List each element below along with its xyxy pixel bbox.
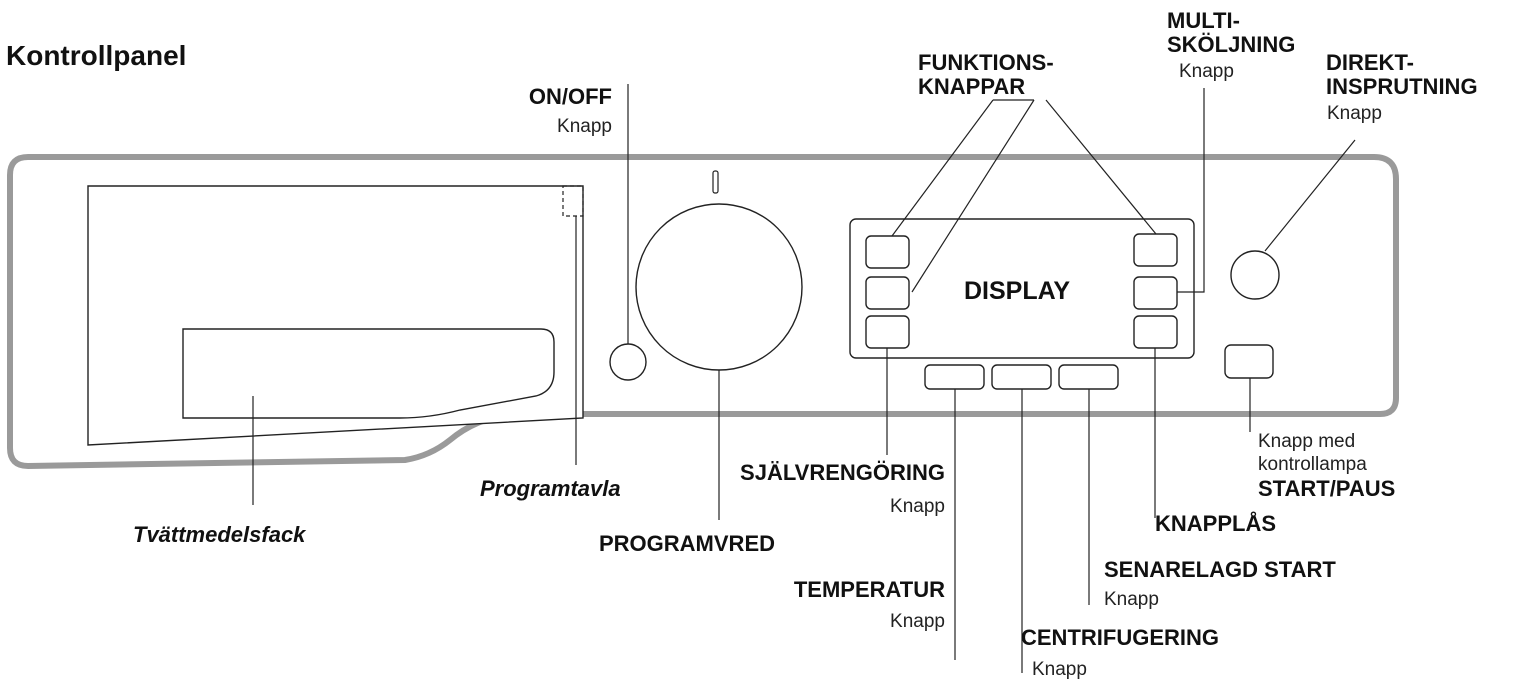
- function-button-left-2[interactable]: [865, 276, 910, 310]
- function-button-right-1[interactable]: [1133, 233, 1178, 267]
- selfclean-button[interactable]: [865, 315, 910, 349]
- on-off-button[interactable]: [609, 343, 647, 381]
- knapplas-label: KNAPPLÅS: [1155, 511, 1277, 536]
- senarelagd-sub: Knapp: [1104, 589, 1159, 610]
- panel-outline: [7, 154, 1399, 470]
- dial-indicator: [712, 170, 719, 194]
- function-button-left-1[interactable]: [865, 235, 910, 269]
- direkt-sub: Knapp: [1327, 103, 1382, 124]
- sjalvrengoring-label: SJÄLVRENGÖRING: [740, 460, 945, 485]
- multi-label-1: MULTI-: [1167, 8, 1240, 33]
- programvred-label: PROGRAMVRED: [599, 531, 776, 556]
- senarelagd-label: SENARELAGD START: [1104, 557, 1336, 582]
- spin-button[interactable]: [991, 364, 1052, 390]
- display-label: DISPLAY: [964, 277, 1071, 305]
- direct-injection-button[interactable]: [1230, 250, 1280, 300]
- start-pause-button[interactable]: [1224, 344, 1274, 379]
- direkt-label-2: INSPRUTNING: [1326, 74, 1478, 99]
- program-dial[interactable]: [635, 203, 803, 371]
- tvattmedelsfack-label: Tvättmedelsfack: [133, 522, 306, 547]
- startpaus-sub-1: Knapp med: [1258, 431, 1356, 452]
- temperature-button[interactable]: [924, 364, 985, 390]
- startpaus-sub-2: kontrollampa: [1258, 454, 1367, 475]
- on-off-label: ON/OFF: [528, 84, 612, 109]
- multi-sub: Knapp: [1179, 61, 1234, 82]
- program-table-tab: [562, 185, 584, 217]
- direkt-label-1: DIREKT-: [1326, 50, 1414, 75]
- multi-label-2: SKÖLJNING: [1167, 32, 1296, 57]
- detergent-drawer[interactable]: [87, 185, 584, 446]
- delay-start-button[interactable]: [1058, 364, 1119, 390]
- temperatur-label: TEMPERATUR: [793, 577, 945, 602]
- keylock-button[interactable]: [1133, 315, 1178, 349]
- drawer-handle[interactable]: [182, 328, 555, 419]
- funktions-label-1: FUNKTIONS-: [918, 50, 1054, 75]
- multirinse-button[interactable]: [1133, 276, 1178, 310]
- temperatur-sub: Knapp: [890, 611, 945, 632]
- startpaus-label: START/PAUS: [1258, 476, 1396, 501]
- funktions-label-2: KNAPPAR: [918, 74, 1026, 99]
- centrifugering-label: CENTRIFUGERING: [1021, 625, 1219, 650]
- sjalvrengoring-sub: Knapp: [890, 496, 945, 517]
- leader-lines: [252, 84, 1356, 673]
- diagram-title: Kontrollpanel: [6, 40, 187, 71]
- display-frame: [849, 218, 1195, 359]
- on-off-sub: Knapp: [557, 116, 612, 137]
- centrifugering-sub: Knapp: [1032, 659, 1087, 680]
- programtavla-label: Programtavla: [480, 476, 621, 501]
